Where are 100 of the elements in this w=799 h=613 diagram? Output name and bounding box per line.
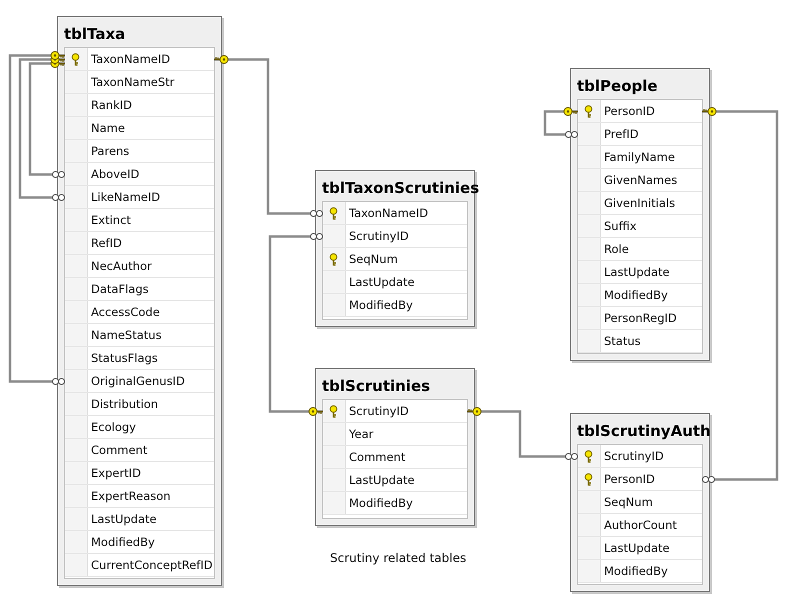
table-row: [65, 48, 214, 71]
table-row: [323, 446, 467, 469]
column-name: Parens: [91, 144, 130, 158]
column-name: ScrutinyID: [349, 404, 409, 418]
table-card: [315, 368, 475, 526]
column-name: SeqNum: [349, 252, 398, 266]
table-row: [65, 117, 214, 140]
table-row: [65, 278, 214, 301]
table-row: [65, 301, 214, 324]
column-name: Suffix: [604, 219, 637, 233]
column-name: Distribution: [91, 397, 158, 411]
column-name: LastUpdate: [349, 275, 415, 289]
table-row: [323, 225, 467, 248]
column-name: PersonID: [604, 472, 655, 486]
column-name: ModifiedBy: [604, 288, 668, 302]
relationship-line: [8, 50, 66, 385]
column-name: AccessCode: [91, 305, 160, 319]
table-row: [65, 508, 214, 531]
column-name: TaxonNameStr: [91, 75, 174, 89]
column-name: ModifiedBy: [349, 298, 413, 312]
table-row: [65, 347, 214, 370]
table-row: [578, 445, 702, 468]
table-row: [578, 192, 702, 215]
table-row: [65, 462, 214, 485]
table-row: [65, 71, 214, 94]
table-row: [65, 370, 214, 393]
table-row: [65, 393, 214, 416]
table-row: [578, 215, 702, 238]
table-row: [65, 232, 214, 255]
column-name: Year: [349, 427, 374, 441]
column-name: ExpertID: [91, 466, 141, 480]
column-name: AuthorCount: [604, 518, 677, 532]
table-row: [323, 423, 467, 446]
column-name: TaxonNameID: [91, 52, 170, 66]
column-name: PersonID: [604, 104, 655, 118]
column-name: PrefID: [604, 127, 639, 141]
table-row: [323, 271, 467, 294]
column-name: AboveID: [91, 167, 140, 181]
column-name: LastUpdate: [91, 512, 157, 526]
column-name: OriginalGenusID: [91, 374, 185, 388]
column-name: ScrutinyID: [604, 449, 664, 463]
column-name: ModifiedBy: [91, 535, 155, 549]
column-name: TaxonNameID: [349, 206, 428, 220]
table-row: [65, 209, 214, 232]
column-name: NameStatus: [91, 328, 162, 342]
table-row: [323, 248, 467, 271]
table-row: [578, 468, 702, 491]
table-row: [323, 469, 467, 492]
table-row: [578, 261, 702, 284]
table-row: [323, 492, 467, 515]
column-name: ExpertReason: [91, 489, 171, 503]
table-row: [65, 255, 214, 278]
table-row: [65, 416, 214, 439]
column-name: CurrentConceptRefID: [91, 558, 213, 572]
column-name: Extinct: [91, 213, 131, 227]
table-row: [578, 284, 702, 307]
column-name: PersonRegID: [604, 311, 677, 325]
relationship-line: [213, 54, 323, 217]
table-row: [578, 169, 702, 192]
column-name: RefID: [91, 236, 122, 250]
table-row: [65, 324, 214, 347]
table-row: [65, 186, 214, 209]
column-name: RankID: [91, 98, 132, 112]
table-row: [578, 537, 702, 560]
column-name: Ecology: [91, 420, 136, 434]
table-title: tblTaxonScrutinies: [322, 179, 480, 197]
table-row: [65, 554, 214, 577]
column-name: SeqNum: [604, 495, 653, 509]
table-row: [578, 307, 702, 330]
relationship-line: [544, 106, 579, 138]
table-row: [323, 400, 467, 423]
column-name: LastUpdate: [604, 265, 670, 279]
column-name: Name: [91, 121, 125, 135]
column-name: Role: [604, 242, 629, 256]
table-row: [578, 123, 702, 146]
table-row: [65, 163, 214, 186]
column-name: ModifiedBy: [349, 496, 413, 510]
diagram-caption: Scrutiny related tables: [330, 551, 466, 565]
table-row: [578, 238, 702, 261]
relationship-line: [466, 406, 578, 460]
table-row: [65, 439, 214, 462]
table-row: [65, 485, 214, 508]
column-name: StatusFlags: [91, 351, 158, 365]
table-row: [65, 531, 214, 554]
column-name: GivenInitials: [604, 196, 676, 210]
table-row: [578, 560, 702, 583]
table-row: [578, 146, 702, 169]
column-name: LastUpdate: [349, 473, 415, 487]
table-card: [570, 68, 710, 361]
table-row: [323, 294, 467, 317]
column-name: Status: [604, 334, 641, 348]
table-row: [65, 94, 214, 117]
column-name: GivenNames: [604, 173, 678, 187]
table-row: [578, 330, 702, 353]
column-name: FamilyName: [604, 150, 675, 164]
column-name: ModifiedBy: [604, 564, 668, 578]
column-name: ScrutinyID: [349, 229, 409, 243]
relationship-line: [268, 233, 324, 416]
column-name: NecAuthor: [91, 259, 152, 273]
table-title: tblScrutinies: [322, 377, 430, 395]
